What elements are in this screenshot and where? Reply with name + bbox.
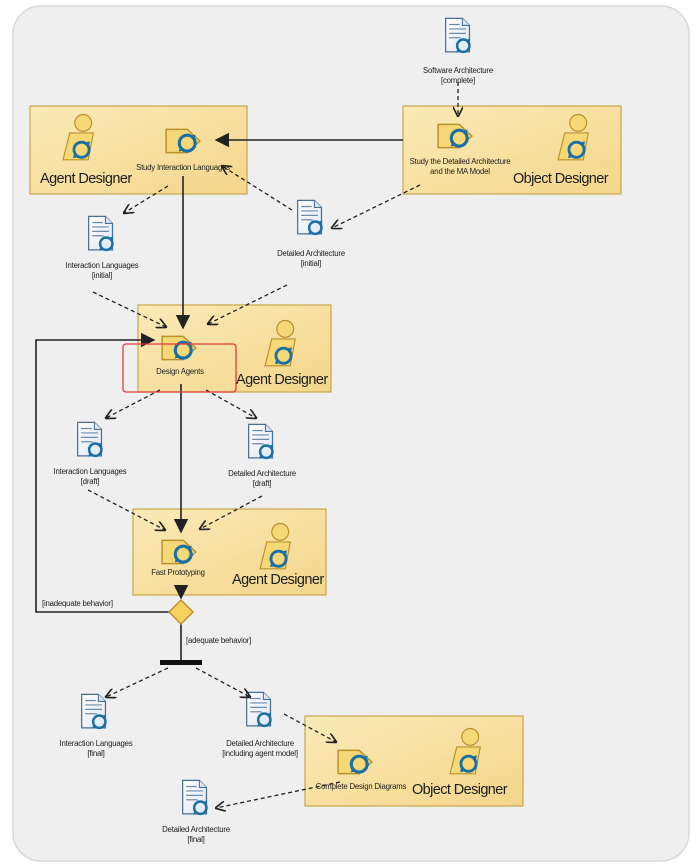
document-state: [complete]	[441, 76, 475, 85]
objflow-fork-to-int-lang-final	[106, 667, 169, 697]
guard-adequate-label: [adequate behavior]	[186, 636, 251, 645]
role-label: Agent Designer	[232, 572, 324, 588]
document-state: [draft]	[81, 477, 100, 486]
objflow-det-arch-to-design	[208, 284, 288, 324]
document-state: [final]	[187, 835, 204, 844]
objflow-object-to-det-arch	[332, 184, 421, 228]
detailed-architecture-final-doc-icon	[181, 778, 209, 817]
role-label: Agent Designer	[40, 171, 132, 187]
activity-label: Fast Prototyping	[151, 568, 205, 577]
objflow-int-lang-draft-to-proto	[87, 489, 165, 530]
flow-inadequate-loop	[35, 332, 170, 613]
activity-label: Study Interaction Languages	[136, 163, 230, 172]
activity-label: Design Agents	[156, 367, 204, 376]
document-name: Detailed Architecture	[228, 469, 296, 478]
document-state: [final]	[87, 749, 104, 758]
document-name: Interaction Languages	[54, 467, 127, 476]
detailed-architecture-agent-doc-icon	[245, 690, 273, 729]
document-name: Detailed Architecture	[162, 825, 230, 834]
document-name: Detailed Architecture	[226, 739, 294, 748]
fork-bar	[160, 660, 202, 665]
document-name: Interaction Languages	[60, 739, 133, 748]
activity-label: Complete Design Diagrams	[316, 782, 407, 791]
objflow-complete-to-det-arch-final	[216, 781, 341, 808]
software-architecture-doc-icon	[444, 16, 472, 55]
design-agents-highlight	[122, 343, 237, 393]
document-state: [initial]	[92, 271, 112, 280]
document-name: Detailed Architecture	[277, 249, 345, 258]
objflow-det-arch-draft-to-proto	[200, 495, 263, 529]
role-label: Object Designer	[513, 171, 609, 187]
interaction-languages-final-doc-icon	[80, 692, 108, 731]
document-state: [initial]	[301, 259, 321, 268]
objflow-design-to-int-lang-draft	[106, 389, 161, 418]
document-name: Software Architecture	[423, 66, 493, 75]
activity-label: and the MA Model	[430, 167, 490, 176]
objflow-fork-to-det-arch-agent	[195, 667, 250, 697]
document-state: [including agent model]	[222, 749, 298, 758]
objflow-design-to-det-arch-draft	[205, 389, 256, 418]
diagram-panel	[12, 5, 690, 862]
decision-node	[168, 599, 194, 625]
detailed-architecture-draft-doc-icon	[247, 422, 275, 461]
interaction-languages-initial-doc-icon	[87, 214, 115, 253]
role-label: Agent Designer	[236, 372, 328, 388]
guard-inadequate-label: [inadequate behavior]	[42, 599, 113, 608]
objflow-det-arch-agent-to-complete	[283, 713, 336, 742]
detailed-architecture-initial-doc-icon	[296, 198, 324, 237]
role-label: Object Designer	[412, 782, 508, 798]
activity-label: Study the Detailed Architecture	[410, 157, 511, 166]
interaction-languages-draft-doc-icon	[76, 420, 104, 459]
objflow-to-int-lang-initial	[124, 185, 169, 213]
document-state: [draft]	[253, 479, 272, 488]
document-name: Interaction Languages	[66, 261, 139, 270]
